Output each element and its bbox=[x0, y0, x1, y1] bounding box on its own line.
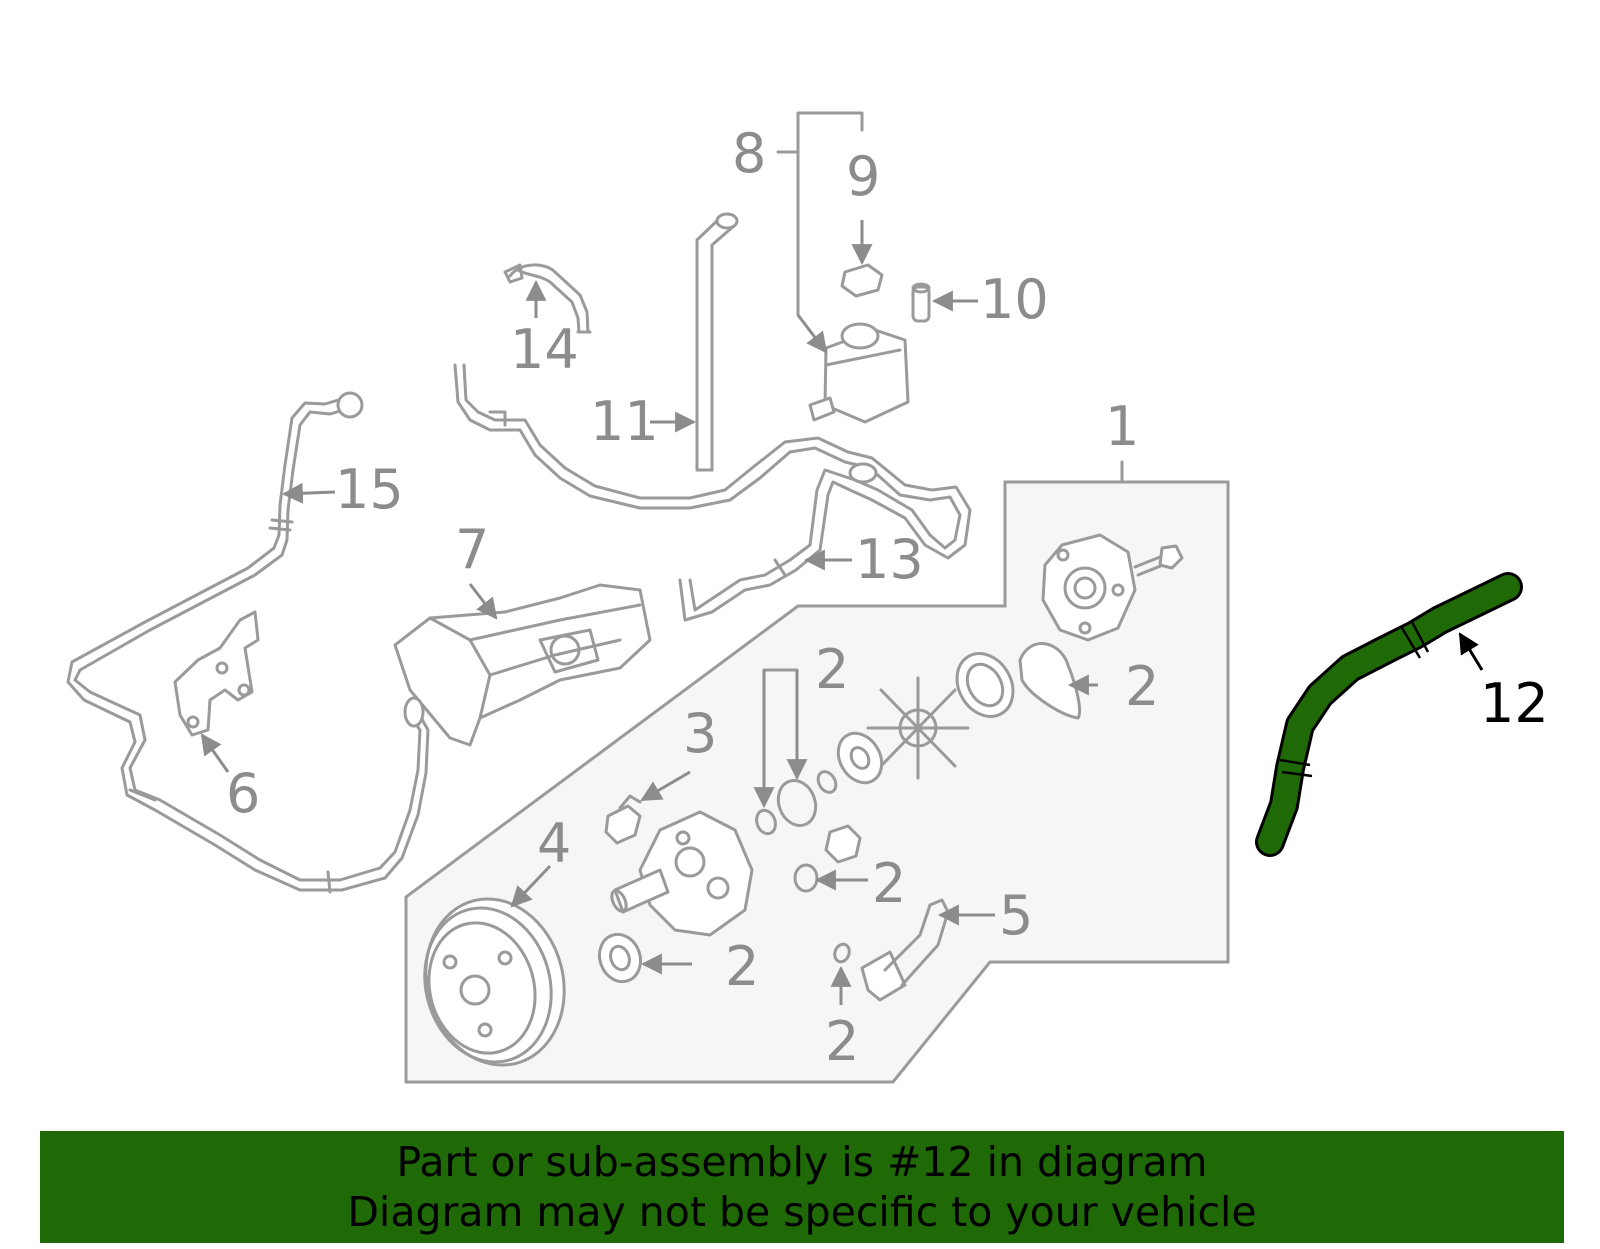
valve-fitting-part bbox=[604, 794, 642, 845]
callout-2b: 2 bbox=[1125, 655, 1159, 718]
return-hose-part bbox=[695, 212, 739, 472]
shaft-seal-part bbox=[597, 932, 643, 984]
bolt-part bbox=[1133, 544, 1184, 577]
highlighted-hose-part-12 bbox=[1255, 572, 1523, 857]
small-oring-2-part bbox=[833, 942, 851, 964]
plug-part bbox=[824, 824, 862, 864]
pulley-part bbox=[423, 897, 566, 1067]
cam-ring-part bbox=[836, 731, 884, 785]
heat-shield-part bbox=[393, 583, 652, 747]
callout-12: 12 bbox=[1480, 672, 1549, 735]
callout-15: 15 bbox=[335, 458, 404, 521]
callout-2e: 2 bbox=[825, 1010, 859, 1073]
pump-rotor-part bbox=[866, 676, 970, 780]
small-oring-part bbox=[816, 770, 838, 794]
callout-5: 5 bbox=[999, 884, 1033, 947]
info-banner: Part or sub-assembly is #12 in diagram D… bbox=[40, 1131, 1564, 1243]
callout-3: 3 bbox=[683, 702, 717, 765]
callout-11: 11 bbox=[590, 390, 659, 453]
oring-small-part bbox=[755, 808, 777, 836]
hose-12-body bbox=[1258, 575, 1520, 854]
reservoir-cap-part bbox=[840, 263, 884, 298]
callout-2a: 2 bbox=[815, 638, 849, 701]
callout-13: 13 bbox=[855, 528, 924, 591]
banner-line-part-number: Part or sub-assembly is #12 in diagram bbox=[396, 1138, 1208, 1186]
gasket-part bbox=[1018, 642, 1082, 720]
callout-6: 6 bbox=[226, 762, 260, 825]
callout-1: 1 bbox=[1105, 395, 1139, 458]
seal-ring-part bbox=[955, 652, 1015, 718]
callout-4: 4 bbox=[537, 812, 571, 875]
banner-line-disclaimer: Diagram may not be specific to your vehi… bbox=[347, 1188, 1257, 1236]
callout-10: 10 bbox=[980, 268, 1049, 331]
oring-large-part bbox=[776, 779, 818, 827]
pump-cover-part bbox=[1041, 533, 1137, 642]
bracket-part bbox=[173, 610, 260, 737]
pump-assembly-group bbox=[404, 460, 1230, 1084]
pump-body-part bbox=[610, 810, 754, 937]
reservoir-part bbox=[808, 322, 910, 424]
inlet-fitting-part bbox=[860, 898, 950, 1002]
callout-2d: 2 bbox=[725, 935, 759, 998]
callout-8: 8 bbox=[732, 122, 766, 185]
callout-7: 7 bbox=[455, 518, 489, 581]
callout-14: 14 bbox=[510, 318, 579, 381]
reservoir-filter-part bbox=[911, 282, 931, 323]
callout-9: 9 bbox=[846, 145, 880, 208]
callout-2c: 2 bbox=[872, 852, 906, 915]
